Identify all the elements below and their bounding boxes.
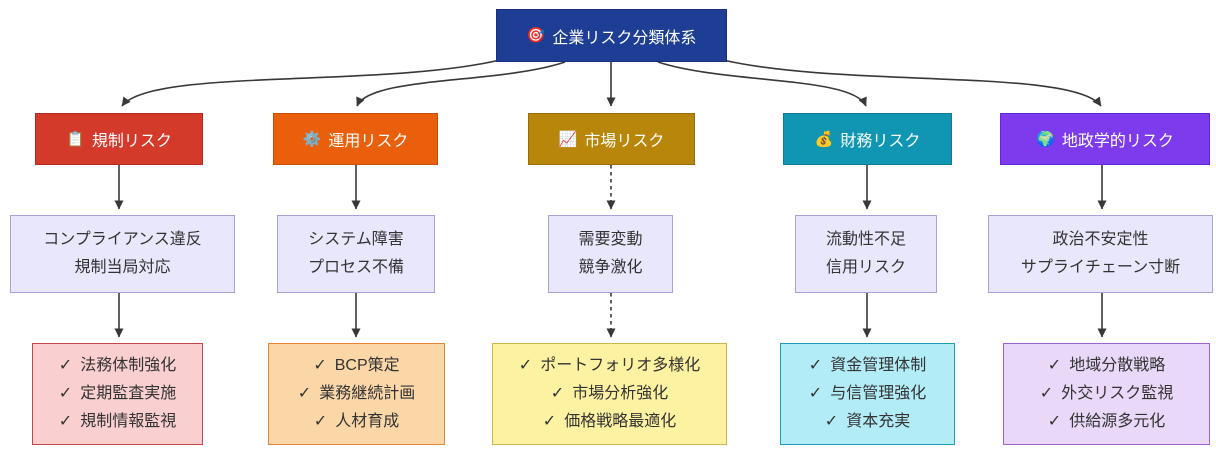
- chart-increasing-icon: 📈: [558, 130, 578, 148]
- clipboard-icon: 📋: [66, 130, 85, 148]
- node-actions-operational: ✓BCP策定 ✓業務継続計画 ✓人材育成: [268, 343, 445, 445]
- node-root: 🎯 企業リスク分類体系: [496, 9, 727, 62]
- category-label: 地政学的リスク: [1061, 133, 1174, 150]
- node-category-operational: ⚙️ 運用リスク: [273, 113, 438, 165]
- node-actions-financial: ✓資金管理体制 ✓与信管理強化 ✓資本充実: [780, 343, 955, 445]
- action-line: ✓規制情報監視: [58, 413, 177, 430]
- desc-line: 需要変動: [578, 231, 643, 248]
- node-actions-regulatory: ✓法務体制強化 ✓定期監査実施 ✓規制情報監視: [32, 343, 203, 445]
- action-line: ✓市場分析強化: [550, 385, 669, 402]
- category-label: 規制リスク: [91, 133, 172, 150]
- node-actions-market: ✓ポートフォリオ多様化 ✓市場分析強化 ✓価格戦略最適化: [492, 343, 727, 445]
- action-line: ✓与信管理強化: [808, 385, 927, 402]
- action-line: ✓供給源多元化: [1047, 413, 1166, 430]
- action-line: ✓ポートフォリオ多様化: [518, 357, 701, 374]
- node-category-financial: 💰 財務リスク: [783, 113, 952, 165]
- desc-line: プロセス不備: [307, 259, 404, 276]
- action-line: ✓資本充実: [824, 413, 911, 430]
- action-line: ✓資金管理体制: [808, 357, 927, 374]
- check-icon: ✓: [808, 357, 823, 374]
- desc-line: 政治不安定性: [1052, 231, 1149, 248]
- action-line: ✓価格戦略最適化: [542, 413, 677, 430]
- action-line: ✓地域分散戦略: [1047, 357, 1166, 374]
- node-desc-regulatory: コンプライアンス違反 規制当局対応: [10, 215, 235, 293]
- edge-root-to-financial: [657, 61, 867, 107]
- check-icon: ✓: [1047, 357, 1062, 374]
- action-line: ✓人材育成: [313, 413, 400, 430]
- money-bag-icon: 💰: [814, 130, 834, 148]
- node-actions-geopolitical: ✓地域分散戦略 ✓外交リスク監視 ✓供給源多元化: [1003, 343, 1210, 445]
- desc-line: コンプライアンス違反: [43, 231, 202, 248]
- desc-line: 競争激化: [578, 259, 643, 276]
- check-icon: ✓: [808, 385, 823, 402]
- check-icon: ✓: [550, 385, 565, 402]
- action-line: ✓BCP策定: [313, 357, 400, 374]
- check-icon: ✓: [518, 357, 533, 374]
- node-desc-financial: 流動性不足 信用リスク: [795, 215, 937, 293]
- check-icon: ✓: [313, 357, 327, 374]
- check-icon: ✓: [58, 385, 73, 402]
- node-root-label: 企業リスク分類体系: [552, 29, 697, 47]
- check-icon: ✓: [313, 413, 328, 430]
- category-label: 運用リスク: [328, 133, 409, 150]
- desc-line: 流動性不足: [825, 231, 906, 248]
- desc-line: 規制当局対応: [74, 259, 171, 276]
- edge-root-to-geopolitical: [722, 59, 1102, 107]
- category-label: 財務リスク: [840, 133, 921, 150]
- node-desc-geopolitical: 政治不安定性 サプライチェーン寸断: [988, 215, 1213, 293]
- edge-root-to-operational: [356, 61, 566, 107]
- check-icon: ✓: [542, 413, 557, 430]
- target-icon: 🎯: [526, 27, 546, 44]
- node-desc-operational: システム障害 プロセス不備: [277, 215, 435, 293]
- node-category-geopolitical: 🌍 地政学的リスク: [1000, 113, 1210, 165]
- desc-line: 信用リスク: [825, 259, 906, 276]
- category-label: 市場リスク: [584, 133, 665, 150]
- action-line: ✓定期監査実施: [58, 385, 177, 402]
- gear-icon: ⚙️: [302, 130, 322, 148]
- edge-root-to-regulatory: [121, 59, 501, 107]
- globe-icon: 🌍: [1036, 130, 1055, 148]
- node-category-market: 📈 市場リスク: [528, 113, 695, 165]
- check-icon: ✓: [1047, 413, 1062, 430]
- check-icon: ✓: [824, 413, 839, 430]
- check-icon: ✓: [1039, 385, 1054, 402]
- desc-line: サプライチェーン寸断: [1020, 259, 1181, 276]
- node-category-regulatory: 📋 規制リスク: [35, 113, 203, 165]
- check-icon: ✓: [58, 413, 73, 430]
- check-icon: ✓: [58, 357, 73, 374]
- action-line: ✓業務継続計画: [297, 385, 416, 402]
- action-line: ✓法務体制強化: [58, 357, 177, 374]
- node-desc-market: 需要変動 競争激化: [548, 215, 673, 293]
- action-line: ✓外交リスク監視: [1039, 385, 1174, 402]
- desc-line: システム障害: [308, 231, 404, 248]
- check-icon: ✓: [297, 385, 312, 402]
